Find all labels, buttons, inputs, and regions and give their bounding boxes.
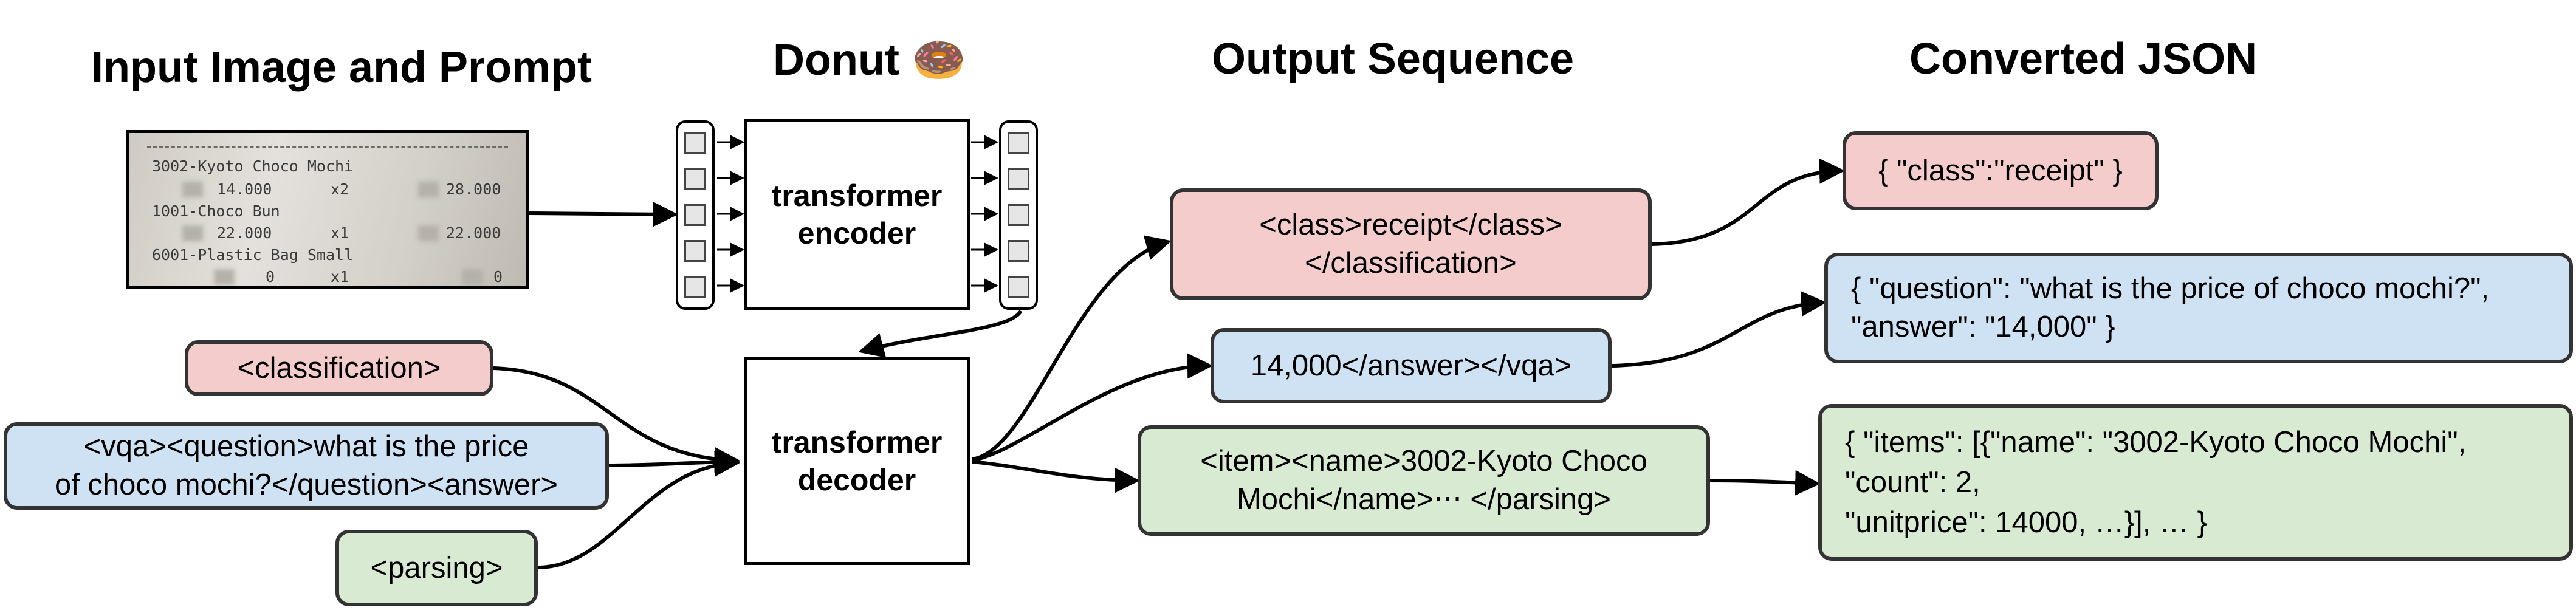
output-classification: <class>receipt</class> </classification>: [1170, 188, 1652, 300]
transformer-decoder-box: transformer decoder: [744, 357, 970, 565]
transformer-encoder-box: transformer encoder: [744, 119, 970, 310]
header-input-image-and-prompt: Input Image and Prompt: [91, 43, 592, 92]
receipt-line-qty-1: x2: [331, 180, 349, 198]
token-cell: [684, 240, 706, 262]
token-cell: [684, 204, 706, 226]
receipt-smudge: [182, 182, 203, 197]
output-vqa: 14,000</answer></vqa>: [1211, 328, 1612, 403]
arrow-parsing-output-to-json: [1709, 470, 1821, 496]
output-token-stack: [999, 120, 1038, 310]
token-cell: [1008, 276, 1029, 298]
header-donut: Donut 🍩: [773, 34, 966, 86]
output-parsing: <item><name>3002-Kyoto Choco Mochi</name…: [1138, 425, 1710, 536]
arrow-encoder-to-decoder: [858, 310, 1023, 358]
arrow-decoder-to-vqa-output: [972, 353, 1213, 462]
receipt-line-item-1: 3002-Kyoto Choco Mochi: [152, 157, 354, 175]
prompt-parsing: <parsing>: [335, 530, 538, 606]
receipt-smudge: [214, 269, 235, 285]
receipt-line-qty-3: x1: [331, 268, 349, 286]
token-cell: [1008, 240, 1029, 262]
token-cell: [684, 132, 706, 154]
arrow-decoder-to-class-output: [972, 235, 1172, 461]
json-classification: { "class":"receipt" }: [1843, 131, 2159, 210]
receipt-line-total-1: 28.000: [446, 180, 501, 198]
prompt-vqa: <vqa><question>what is the price of choc…: [4, 422, 609, 510]
receipt-line-item-2: 1001-Choco Bun: [152, 202, 280, 220]
receipt-line-price-1: 14.000: [217, 180, 272, 198]
receipt-smudge: [182, 225, 203, 241]
prompt-classification: <classification>: [185, 340, 493, 396]
receipt-line-item-3: 6001-Plastic Bag Small: [152, 246, 354, 264]
arrow-decoder-to-parsing-output: [972, 460, 1140, 493]
arrow-class-output-to-json: [1651, 158, 1845, 246]
receipt-line-qty-2: x1: [331, 224, 349, 242]
input-token-stack: [676, 120, 715, 310]
receipt-line-price-2: 22.000: [217, 224, 272, 242]
header-output-sequence: Output Sequence: [1212, 35, 1575, 83]
arrow-parsing-prompt: [537, 451, 740, 569]
token-cell: [684, 276, 706, 298]
token-cell: [1008, 204, 1029, 226]
receipt-image: 3002-Kyoto Choco Mochi 14.000 x2 28.000 …: [126, 130, 529, 289]
token-cell: [684, 168, 706, 190]
receipt-dashed-line-top: [147, 146, 508, 148]
receipt-smudge: [418, 182, 439, 197]
arrow-receipt-to-encoder: [529, 201, 678, 227]
donut-emoji-icon: 🍩: [911, 34, 966, 85]
donut-label: Donut: [773, 36, 899, 84]
receipt-line-total-2: 22.000: [446, 224, 501, 242]
header-converted-json: Converted JSON: [1909, 35, 2258, 83]
receipt-line-total-3: 0: [493, 268, 503, 286]
arrow-classification-prompt: [493, 366, 740, 473]
receipt-smudge: [418, 225, 439, 241]
receipt-smudge: [462, 269, 483, 285]
json-vqa: { "question": "what is the price of choc…: [1824, 253, 2573, 363]
token-cell: [1008, 168, 1029, 190]
token-cell: [1008, 132, 1029, 154]
arrow-vqa-output-to-json: [1611, 291, 1827, 368]
json-parsing: { "items": [{"name": "3002-Kyoto Choco M…: [1818, 404, 2573, 561]
receipt-line-price-3: 0: [266, 268, 275, 286]
